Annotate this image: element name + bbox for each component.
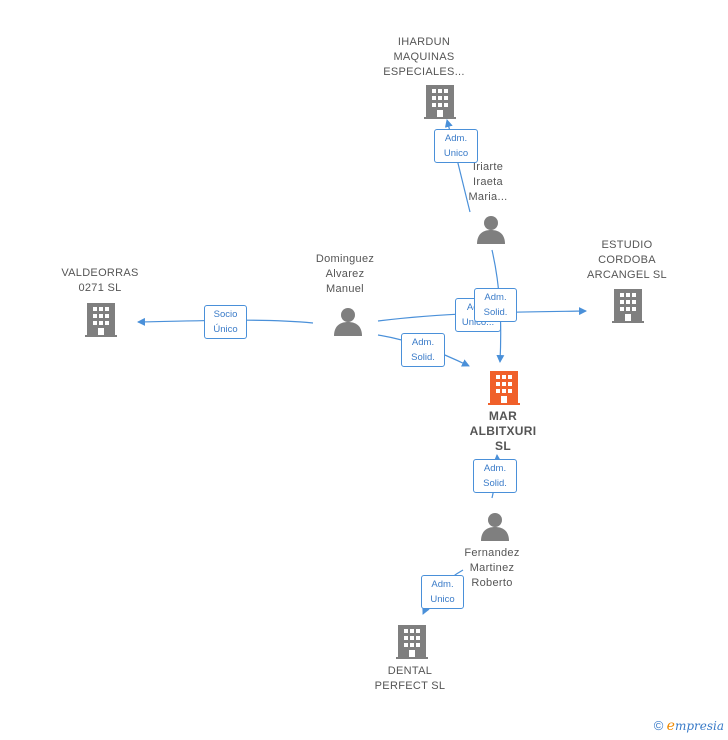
edge-label-iriarte-solid[interactable]: Adm. Solid. — [474, 288, 517, 322]
node-label-mar[interactable]: MAR ALBITXURI SL — [469, 409, 537, 453]
brand-e: e — [666, 718, 675, 734]
copyright-icon: © — [653, 718, 664, 733]
building-icon[interactable] — [424, 84, 456, 120]
person-icon[interactable] — [480, 511, 510, 541]
edge-label-dental[interactable]: Adm. Unico — [421, 575, 464, 609]
edge-label-dominguez-solid[interactable]: Adm. Solid. — [401, 333, 445, 367]
building-icon[interactable] — [396, 624, 428, 660]
node-label-dominguez[interactable]: Dominguez Alvarez Manuel — [315, 253, 375, 295]
building-icon[interactable] — [85, 302, 117, 338]
edge-label-fernandez-solid[interactable]: Adm. Solid. — [473, 459, 517, 493]
edge-label-ihardun[interactable]: Adm. Unico — [434, 129, 478, 163]
brand-rest: mpresia — [674, 719, 724, 733]
node-label-ihardun[interactable]: IHARDUN MAQUINAS ESPECIALES... — [383, 36, 465, 78]
node-label-estudio[interactable]: ESTUDIO CORDOBA ARCANGEL SL — [587, 239, 667, 281]
empresia-brand[interactable]: © empresia — [654, 718, 724, 734]
node-label-dental[interactable]: DENTAL PERFECT SL — [374, 665, 446, 692]
person-icon[interactable] — [476, 214, 506, 244]
node-label-valdeorras[interactable]: VALDEORRAS 0271 SL — [61, 267, 139, 294]
node-label-fernandez[interactable]: Fernandez Martinez Roberto — [464, 547, 520, 589]
building-icon[interactable] — [488, 370, 520, 406]
person-icon[interactable] — [333, 306, 363, 336]
node-label-iriarte[interactable]: Iriarte Iraeta Maria... — [468, 161, 508, 203]
edge-label-valdeorras[interactable]: Socio Único — [204, 305, 247, 339]
building-icon[interactable] — [612, 288, 644, 324]
